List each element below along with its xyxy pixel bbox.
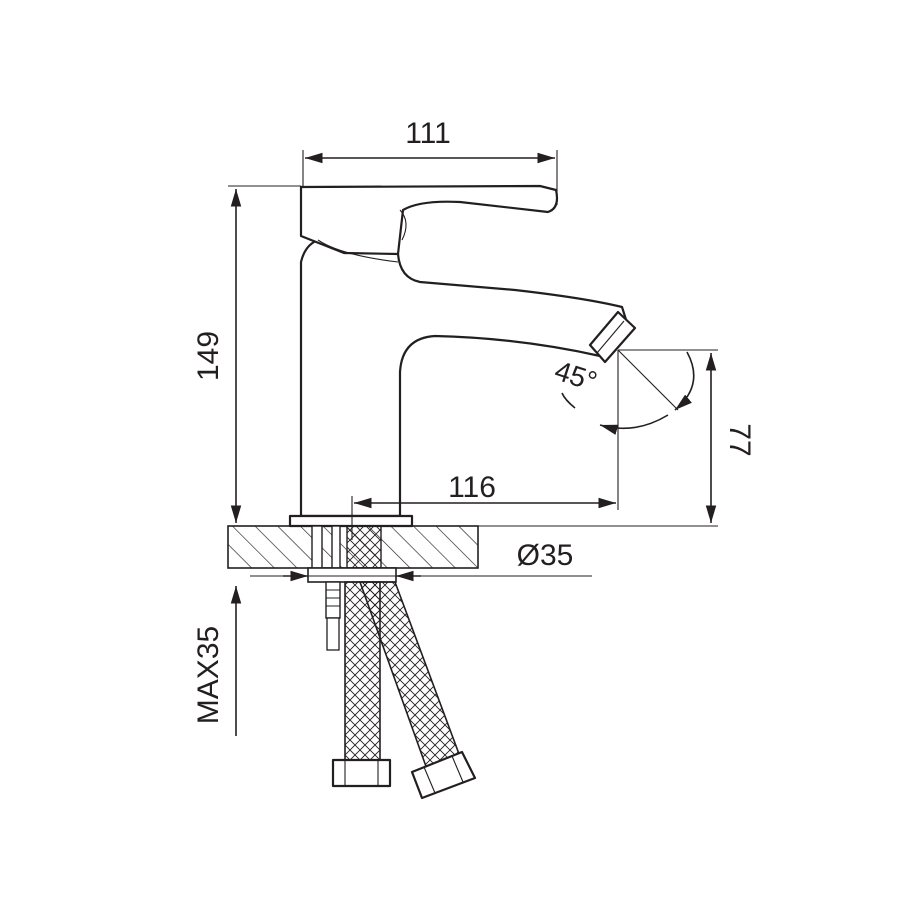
dim-top-width: 111 [302, 117, 558, 205]
mounting-stud [307, 525, 397, 651]
label-spout-top-width: 111 [405, 117, 451, 150]
label-spout-reach: 116 [448, 471, 496, 504]
label-total-height: 149 [192, 331, 225, 381]
dim-spout-reach: 116 [351, 350, 619, 540]
label-spout-angle: 45° [551, 355, 601, 398]
label-max-thickness: MAX35 [192, 626, 225, 724]
label-base-diameter: Ø35 [517, 539, 574, 572]
dim-spout-angle: 45° [551, 349, 695, 435]
dim-base-diameter: Ø35 [250, 539, 592, 582]
dim-max-thickness: MAX35 [192, 586, 242, 736]
dim-total-height: 149 [192, 185, 301, 523]
dim-spout-height: 77 [478, 349, 756, 527]
flexible-hoses [331, 581, 477, 800]
label-spout-height: 77 [723, 423, 756, 456]
